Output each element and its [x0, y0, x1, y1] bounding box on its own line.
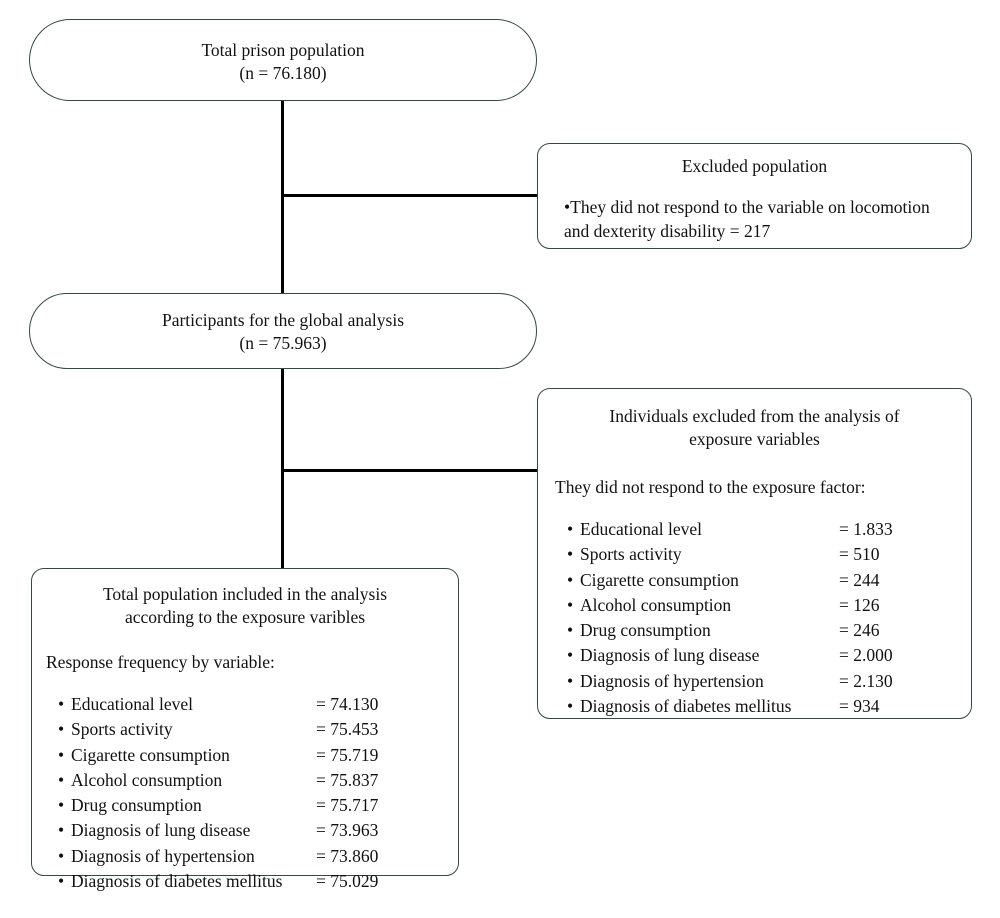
participants-line1: Participants for the global analysis: [161, 310, 405, 330]
list-item: • Cigarette consumption = 75.719: [58, 743, 458, 768]
list-item-label: Cigarette consumption: [580, 569, 739, 590]
node-total-prison-population: Total prison population (n = 76.180): [29, 19, 537, 101]
list-item: • Educational level = 1.833: [567, 517, 971, 542]
list-item: • Educational level = 74.130: [58, 692, 458, 717]
list-item: • Cigarette consumption = 244: [567, 568, 971, 593]
node-participants-global-analysis: Participants for the global analysis (n …: [29, 293, 537, 369]
list-item-value: = 75.453: [316, 719, 379, 740]
excluded-exposure-heading-line2: exposure variables: [689, 429, 820, 450]
bullet-icon: •: [58, 744, 65, 765]
list-item-value: = 75.837: [316, 769, 379, 790]
included-population-lead: Response frequency by variable:: [46, 652, 275, 673]
excluded-exposure-lead: They did not respond to the exposure fac…: [555, 477, 866, 498]
list-item-label: Diagnosis of hypertension: [580, 670, 764, 691]
bullet-icon: •: [567, 695, 574, 716]
list-item-label: Sports activity: [580, 544, 682, 565]
list-item-value: = 244: [839, 569, 880, 590]
node-excluded-exposure-analysis: Individuals excluded from the analysis o…: [537, 388, 972, 719]
list-item-value: = 246: [839, 620, 880, 641]
bullet-icon: •: [567, 569, 574, 590]
participants-text: Participants for the global analysis (n …: [30, 309, 536, 355]
list-item-label: Cigarette consumption: [71, 744, 230, 765]
list-item-value: = 126: [839, 594, 880, 615]
bullet-icon: •: [58, 693, 65, 714]
bullet-icon: •: [567, 670, 574, 691]
list-item-label: Diagnosis of diabetes mellitus: [71, 870, 283, 891]
list-item-label: Diagnosis of lung disease: [580, 645, 760, 666]
bullet-icon: •: [58, 719, 65, 740]
list-item: • Sports activity = 510: [567, 542, 971, 567]
bullet-icon: •: [58, 820, 65, 841]
bullet-icon: •: [567, 594, 574, 615]
list-item-label: Educational level: [71, 693, 193, 714]
bullet-icon: •: [567, 645, 574, 666]
total-population-line2: (n = 76.180): [239, 62, 327, 83]
list-item-label: Educational level: [580, 518, 702, 539]
excluded-exposure-heading: Individuals excluded from the analysis o…: [538, 405, 971, 451]
included-population-heading: Total population included in the analysi…: [32, 583, 458, 629]
list-item: • Diagnosis of lung disease = 2.000: [567, 643, 971, 668]
bullet-icon: •: [567, 544, 574, 565]
included-population-heading-line2: according to the exposure varibles: [124, 607, 366, 628]
list-item: • Diagnosis of hypertension = 2.130: [567, 669, 971, 694]
list-item-label: Alcohol consumption: [71, 769, 223, 790]
list-item: • Diagnosis of diabetes mellitus = 75.029: [58, 869, 458, 894]
list-item-value: = 1.833: [839, 518, 893, 539]
list-item-label: Diagnosis of lung disease: [71, 820, 251, 841]
list-item-value: = 2.000: [839, 645, 893, 666]
list-item-label: Diagnosis of hypertension: [71, 845, 255, 866]
list-item-value: = 73.963: [316, 820, 379, 841]
excluded-exposure-list: • Educational level = 1.833 • Sports activit…: [567, 517, 971, 719]
list-item-value: = 934: [839, 695, 880, 716]
list-item: • Drug consumption = 75.717: [58, 793, 458, 818]
included-population-heading-line1: Total population included in the analysi…: [102, 584, 388, 604]
list-item-label: Diagnosis of diabetes mellitus: [580, 695, 792, 716]
list-item-label: Sports activity: [71, 719, 173, 740]
list-item-label: Drug consumption: [71, 795, 202, 816]
list-item-label: Alcohol consumption: [580, 594, 732, 615]
list-item: • Sports activity = 75.453: [58, 717, 458, 742]
bullet-icon: •: [58, 769, 65, 790]
list-item: • Diagnosis of diabetes mellitus = 934: [567, 694, 971, 719]
list-item: • Alcohol consumption = 75.837: [58, 768, 458, 793]
excluded-population-item: •They did not respond to the variable on…: [564, 197, 930, 241]
bullet-icon: •: [567, 620, 574, 641]
list-item: • Drug consumption = 246: [567, 618, 971, 643]
total-population-line1: Total prison population: [201, 40, 365, 60]
list-item-value: = 73.860: [316, 845, 379, 866]
connector-branch-excluded-exposure: [281, 469, 538, 472]
connector-branch-excluded-population: [281, 194, 538, 197]
participants-line2: (n = 75.963): [239, 332, 327, 353]
list-item-value: = 75.029: [316, 870, 379, 891]
total-population-text: Total prison population (n = 76.180): [30, 39, 536, 85]
list-item: • Alcohol consumption = 126: [567, 593, 971, 618]
list-item: • Diagnosis of hypertension = 73.860: [58, 844, 458, 869]
node-excluded-population: Excluded population •They did not respon…: [537, 143, 972, 249]
bullet-icon: •: [567, 518, 574, 539]
list-item: • Diagnosis of lung disease = 73.963: [58, 818, 458, 843]
excluded-population-heading: Excluded population: [681, 156, 828, 176]
bullet-icon: •: [58, 870, 65, 891]
node-included-population: Total population included in the analysi…: [31, 568, 459, 891]
bullet-icon: •: [58, 845, 65, 866]
list-item-value: = 510: [839, 544, 880, 565]
list-item-label: Drug consumption: [580, 620, 711, 641]
list-item-value: = 2.130: [839, 670, 893, 691]
included-population-list: • Educational level = 74.130 • Sports activi…: [58, 692, 458, 894]
list-item-value: = 75.719: [316, 744, 379, 765]
connector-total-to-participants: [281, 100, 284, 294]
excluded-exposure-heading-line1: Individuals excluded from the analysis o…: [609, 406, 900, 426]
list-item-value: = 74.130: [316, 693, 379, 714]
list-item-value: = 75.717: [316, 795, 379, 816]
bullet-icon: •: [58, 795, 65, 816]
